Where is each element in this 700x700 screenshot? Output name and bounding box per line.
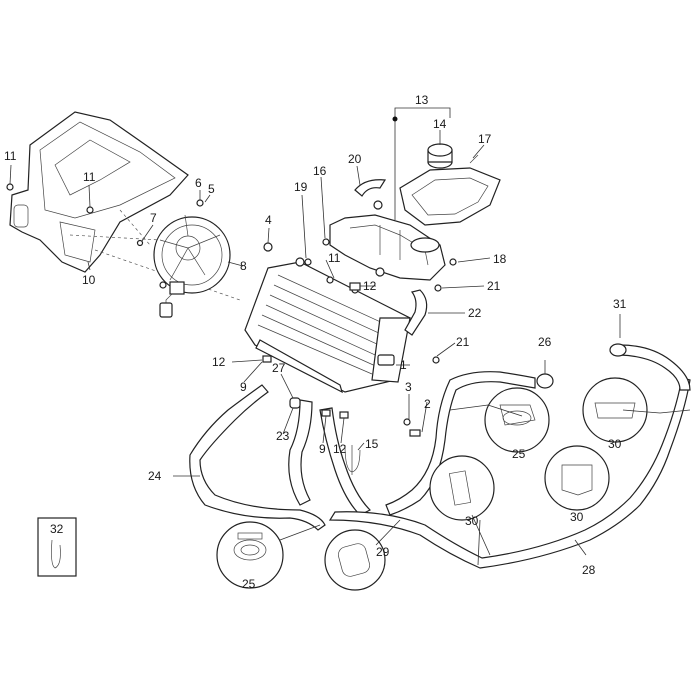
lower-hose-24 xyxy=(189,384,326,531)
callout-21-lower: 21 xyxy=(456,335,470,349)
callout-12-left: 12 xyxy=(212,355,226,369)
callout-28: 28 xyxy=(582,563,596,577)
callout-3: 3 xyxy=(405,380,412,394)
callout-27: 27 xyxy=(272,361,286,375)
detail-circle-29 xyxy=(324,529,386,591)
callout-32: 32 xyxy=(50,522,64,536)
callout-9-bottom: 9 xyxy=(319,442,326,456)
callout-21-upper: 21 xyxy=(487,279,501,293)
leader-lines xyxy=(9,107,691,566)
callout-15: 15 xyxy=(365,437,379,451)
callout-10: 10 xyxy=(82,273,96,287)
callout-14: 14 xyxy=(433,117,447,131)
filler-cap xyxy=(427,143,453,169)
callout-9-left: 9 xyxy=(240,380,247,394)
callout-6: 6 xyxy=(195,176,202,190)
tank-cover xyxy=(399,167,501,226)
fan-shroud-cover xyxy=(9,111,241,301)
callout-25-upper: 25 xyxy=(512,447,526,461)
detail-circle-25a xyxy=(484,387,550,453)
hose-31 xyxy=(609,343,691,391)
callout-5: 5 xyxy=(208,182,215,196)
expansion-tank xyxy=(329,214,446,281)
callout-24: 24 xyxy=(148,469,162,483)
detail-circle-30b xyxy=(544,445,610,511)
callout-7: 7 xyxy=(150,211,157,225)
callout-20: 20 xyxy=(348,152,362,166)
callout-2: 2 xyxy=(424,397,431,411)
callout-numbers: 11 11 6 5 7 10 8 4 13 14 17 20 16 19 11 … xyxy=(4,93,627,591)
callout-13: 13 xyxy=(415,93,429,107)
callout-12-bottom: 12 xyxy=(333,442,347,456)
callout-18: 18 xyxy=(493,252,507,266)
callout-31: 31 xyxy=(613,297,627,311)
callout-30-middle: 30 xyxy=(465,514,479,528)
callout-12-upper: 12 xyxy=(363,279,377,293)
callout-16: 16 xyxy=(313,164,327,178)
callout-1: 1 xyxy=(400,358,407,372)
hose-27 xyxy=(319,407,372,516)
callout-11-top-left: 11 xyxy=(4,149,17,163)
callout-4: 4 xyxy=(265,213,272,227)
breather-hose xyxy=(354,179,387,210)
callout-8: 8 xyxy=(240,259,247,273)
callout-11-radiator: 11 xyxy=(328,251,341,265)
clip-15 xyxy=(344,444,361,475)
callout-17: 17 xyxy=(478,132,492,146)
legend-box-32 xyxy=(37,517,77,577)
callout-23: 23 xyxy=(276,429,290,443)
callout-29: 29 xyxy=(376,545,390,559)
hose-22 xyxy=(404,289,428,336)
radiator xyxy=(244,257,411,394)
callout-30-right: 30 xyxy=(608,437,622,451)
callout-11-shroud: 11 xyxy=(83,170,96,184)
callout-30-lower-right: 30 xyxy=(570,510,584,524)
detail-circle-30a xyxy=(429,455,495,521)
callout-26: 26 xyxy=(538,335,552,349)
callout-19: 19 xyxy=(294,180,308,194)
callout-25-lower: 25 xyxy=(242,577,256,591)
leader-dot xyxy=(392,116,398,122)
hose-23 xyxy=(288,399,313,506)
callout-22: 22 xyxy=(468,306,482,320)
detail-circle-25b xyxy=(216,521,284,589)
hose-26 xyxy=(385,371,554,516)
detail-circle-30c xyxy=(582,377,648,443)
electric-fan xyxy=(153,214,231,318)
